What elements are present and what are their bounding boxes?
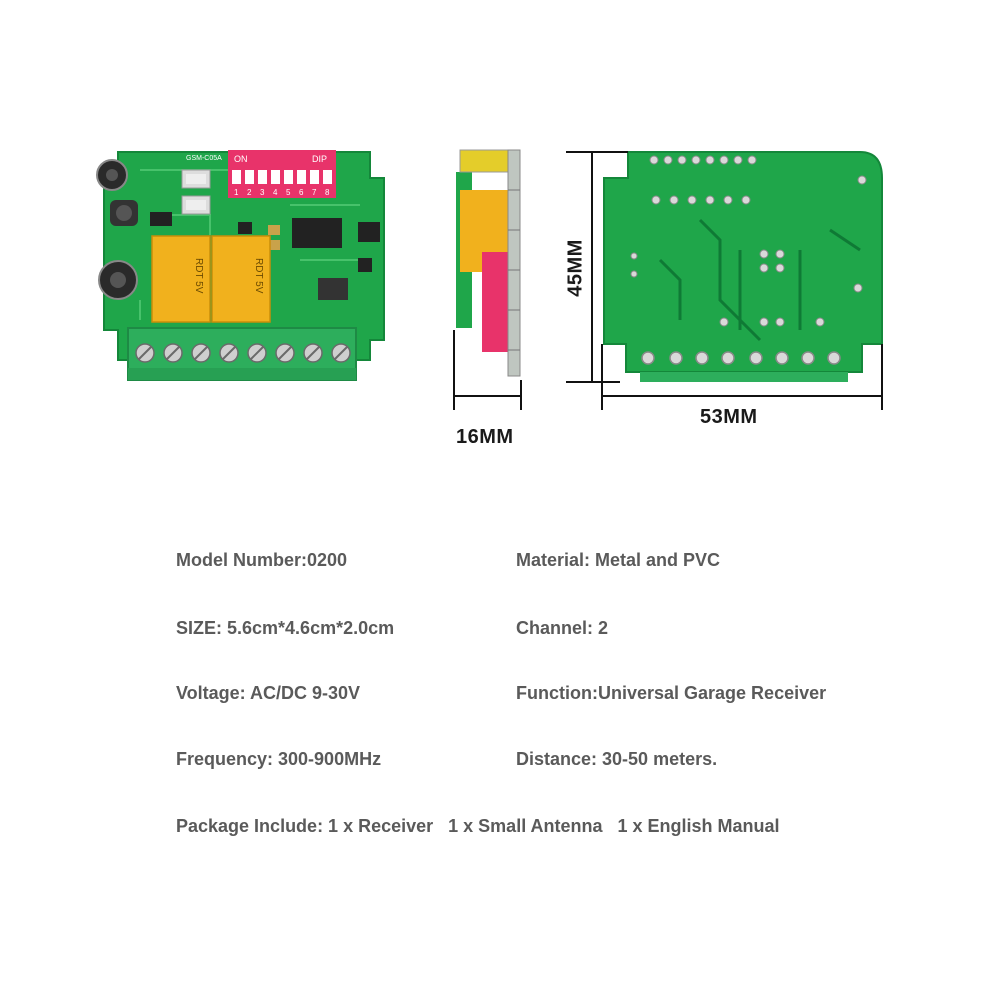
ic-chip-icon <box>318 278 348 300</box>
relay-label: RDT 5V <box>253 258 264 294</box>
dip-number: 4 <box>273 188 278 197</box>
relay-icon <box>151 235 211 323</box>
dip-number: 6 <box>299 188 304 197</box>
spec-size: SIZE: 5.6cm*4.6cm*2.0cm <box>176 618 395 638</box>
spec-material: Material: Metal and PVC <box>516 550 721 570</box>
dip-number: 7 <box>312 188 317 197</box>
spec-model-number: Model Number:0200 <box>176 550 348 570</box>
dimension-label-53mm: 53MM <box>700 406 758 428</box>
ic-chip-icon <box>358 222 380 242</box>
product-drawing: ON DIP 1 2 3 4 5 6 7 8 GSM-C05A RDT 5V R… <box>96 149 883 410</box>
side-terminal <box>507 149 521 377</box>
dip-label: DIP <box>312 154 327 164</box>
dip-number: 8 <box>325 188 330 197</box>
relay-icon <box>211 235 271 323</box>
dimension-label-16mm: 16MM <box>456 426 514 448</box>
dip-number: 3 <box>260 188 265 197</box>
board-front-view: ON DIP 1 2 3 4 5 6 7 8 GSM-C05A RDT 5V R… <box>96 150 385 381</box>
spec-distance: Distance: 30-50 meters. <box>516 749 718 769</box>
relay-label: RDT 5V <box>193 258 204 294</box>
spec-frequency: Frequency: 300-900MHz <box>176 749 382 769</box>
ic-chip-icon <box>292 218 342 248</box>
board-side-view <box>453 149 522 410</box>
silkscreen-model: GSM-C05A <box>186 155 222 162</box>
spec-channel: Channel: 2 <box>516 618 609 638</box>
board-back-view <box>566 151 883 410</box>
dip-number: 5 <box>286 188 291 197</box>
dip-number: 1 <box>234 188 239 197</box>
dip-number: 2 <box>247 188 252 197</box>
spec-package: Package Include: 1 x Receiver 1 x Small … <box>176 816 780 836</box>
spec-function: Function:Universal Garage Receiver <box>516 683 827 703</box>
dip-on-label: ON <box>234 154 248 164</box>
product-figure: ON DIP 1 2 3 4 5 6 7 8 GSM-C05A RDT 5V R… <box>0 0 990 470</box>
spec-voltage: Voltage: AC/DC 9-30V <box>176 683 361 703</box>
